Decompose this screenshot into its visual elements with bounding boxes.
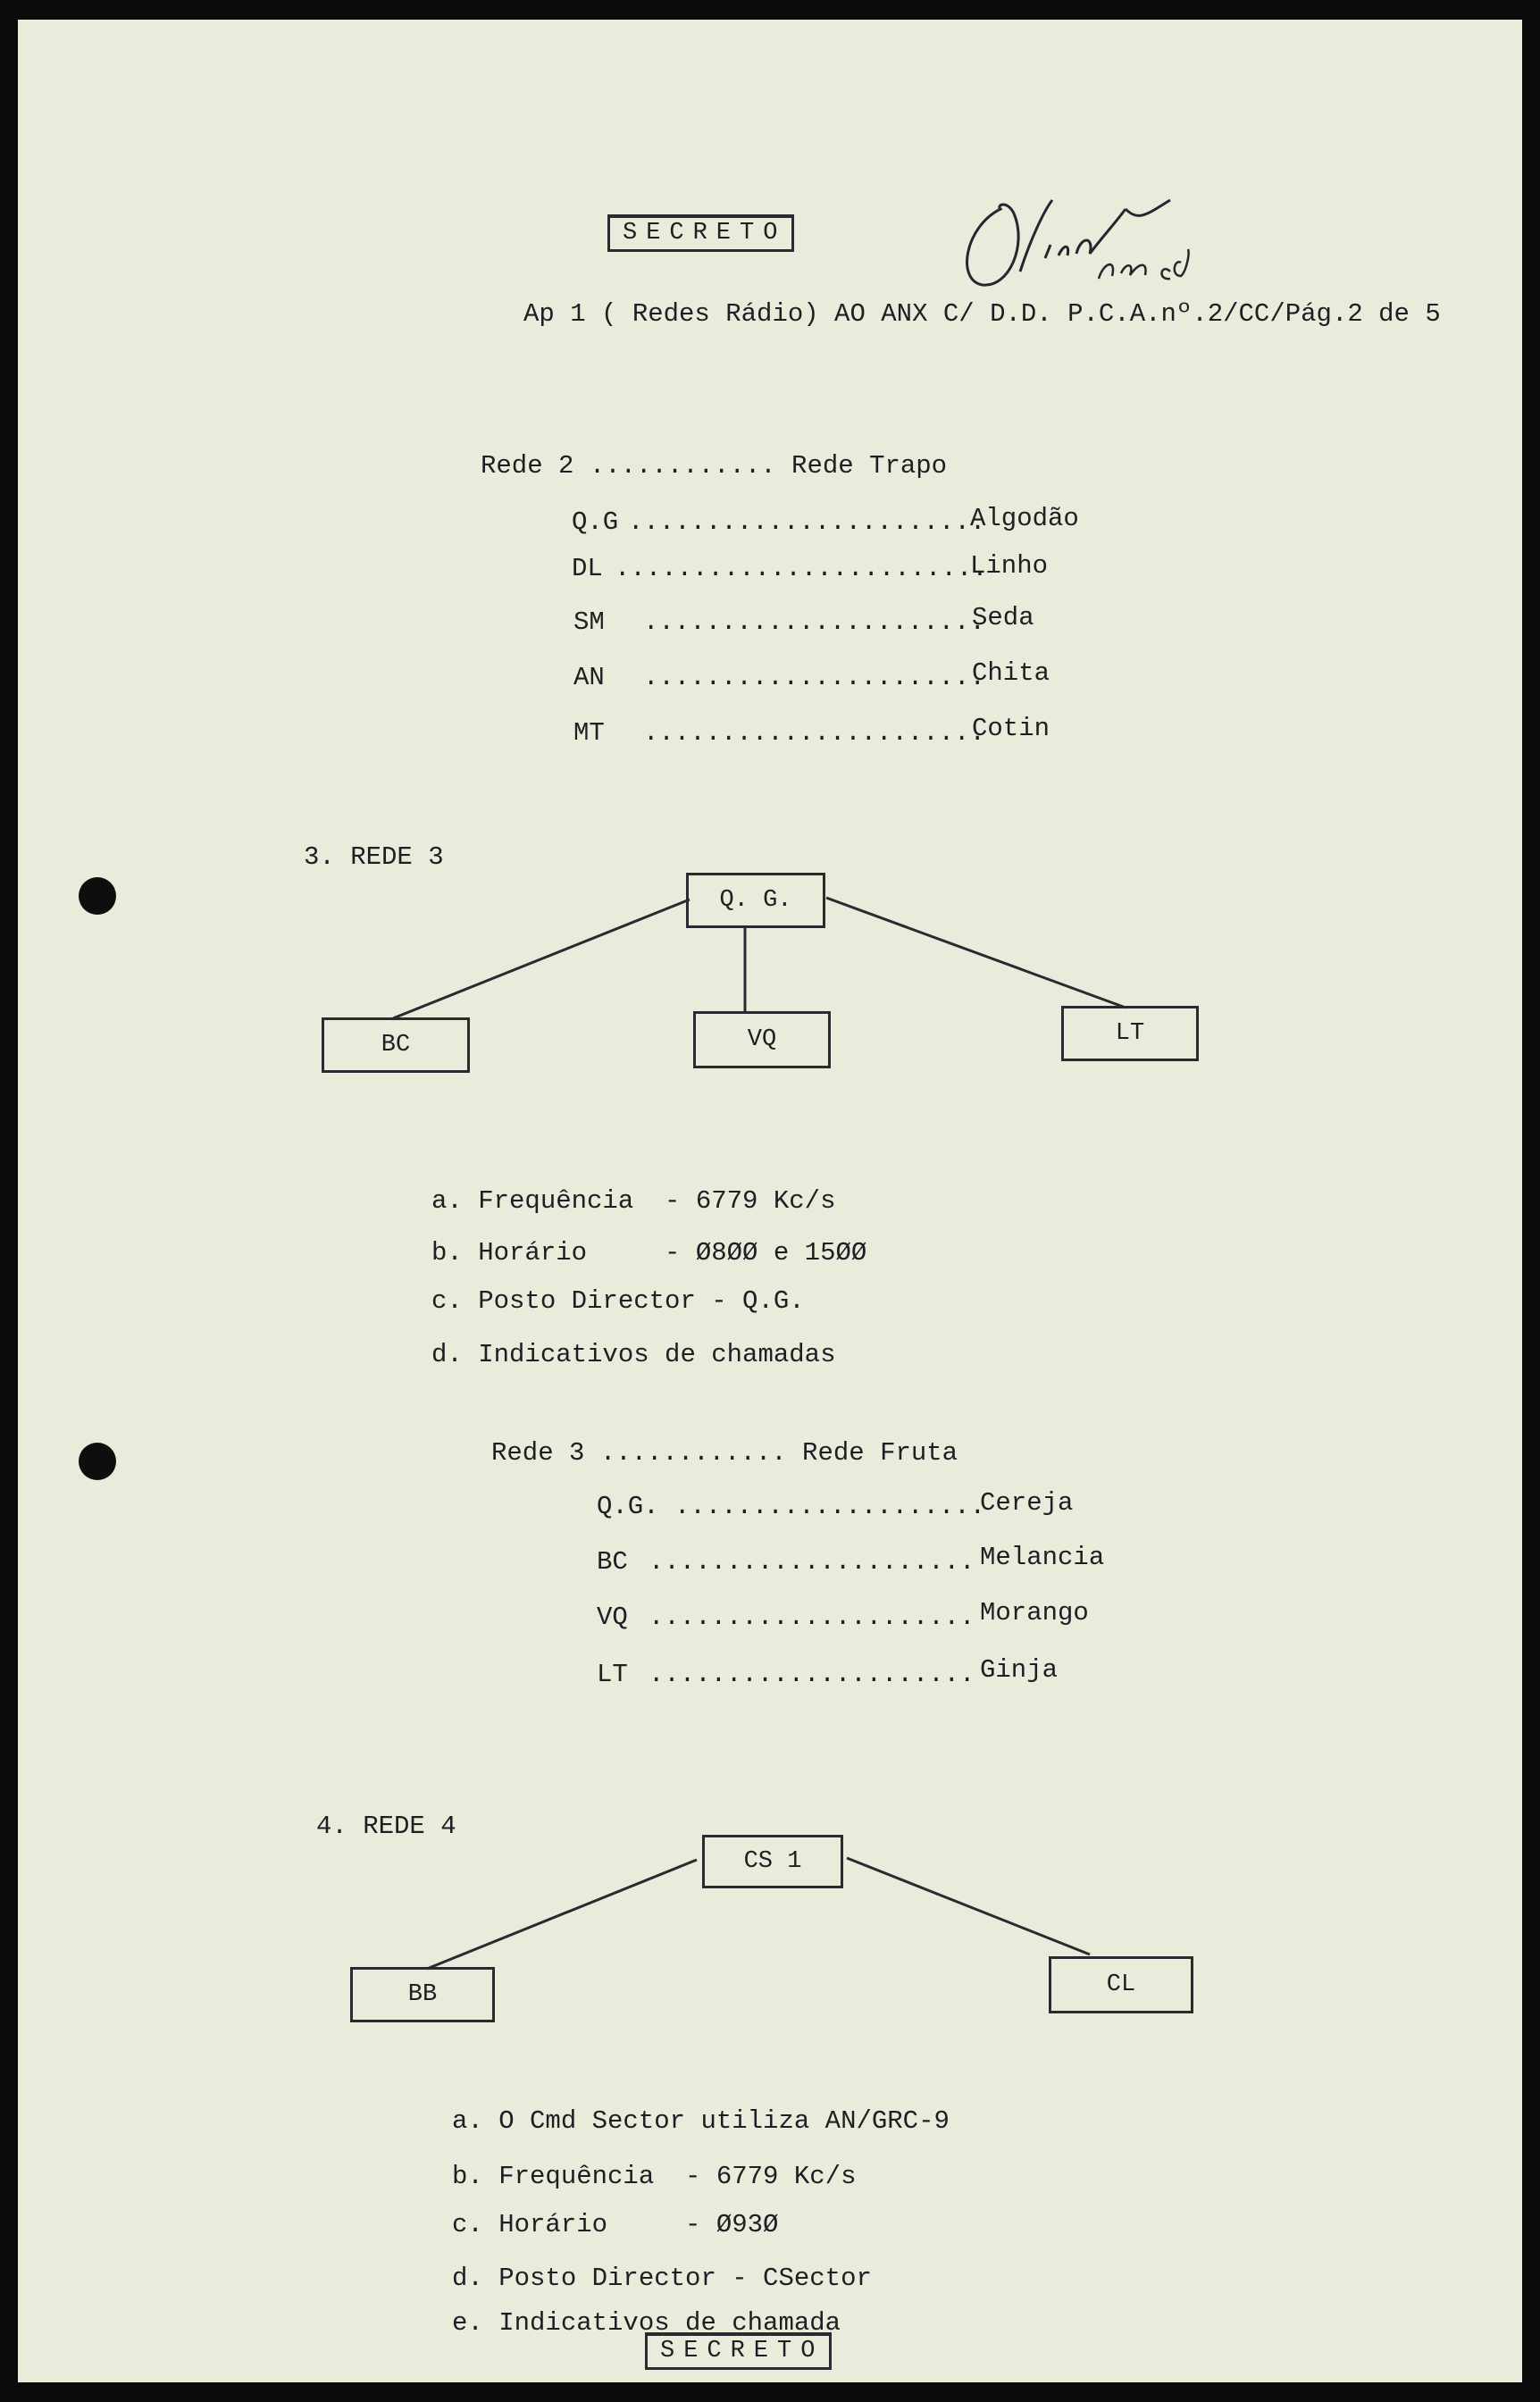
node-child: BC [322, 1017, 470, 1073]
leader-dots: ...................... [643, 607, 985, 637]
secret-stamp-bottom: SECRETO [645, 2332, 833, 2371]
document-reference: Ap 1 ( Redes Rádio) AO ANX C/ D.D. P.C.A… [523, 299, 1441, 329]
call-sign: Linho [970, 551, 1049, 581]
node-root: CS 1 [702, 1835, 843, 1888]
rede3-title: 3. REDE 3 [304, 842, 444, 872]
leader-dots: ...................... [643, 663, 985, 692]
detail-item: c. Horário - Ø93Ø [452, 2210, 779, 2239]
station-name: BC [597, 1547, 628, 1577]
call-sign: Cereja [980, 1488, 1074, 1518]
station-name: Q.G. [597, 1492, 659, 1521]
station-name: Q.G [572, 507, 619, 537]
rede2-heading: Rede 2 ............ Rede Trapo [481, 451, 948, 481]
leader-dots: ........................ [615, 554, 988, 583]
punch-hole [79, 1443, 116, 1480]
detail-item: e. Indicativos de chamada [452, 2308, 841, 2338]
station-name: DL [572, 554, 603, 583]
node-child: BB [350, 1967, 495, 2022]
station-name: LT [597, 1660, 628, 1689]
station-name: SM [573, 607, 605, 637]
detail-item: a. Frequência - 6779 Kc/s [431, 1186, 836, 1216]
network-diagram-lines [392, 896, 1126, 1971]
leader-dots: ...................... [643, 718, 985, 748]
document-page: SECRETO Ap 1 ( Redes Rádio) AO ANX C/ D.… [18, 20, 1522, 2382]
station-name: MT [573, 718, 605, 748]
detail-item: d. Indicativos de chamadas [431, 1340, 836, 1369]
leader-dots: ....................... [628, 507, 986, 537]
node-child: LT [1061, 1006, 1199, 1061]
call-sign: Ginja [980, 1655, 1059, 1685]
detail-item: d. Posto Director - CSector [452, 2264, 872, 2293]
punch-hole [79, 877, 116, 915]
call-sign: Cotin [972, 714, 1050, 743]
node-child: CL [1049, 1956, 1193, 2013]
call-sign: Seda [972, 603, 1034, 632]
station-name: VQ [597, 1603, 628, 1632]
call-sign: Morango [980, 1598, 1089, 1628]
leader-dots: ..................... [649, 1603, 975, 1632]
call-sign: Chita [972, 658, 1050, 688]
rede4-title: 4. REDE 4 [316, 1812, 456, 1841]
rede3-list-heading: Rede 3 ............ Rede Fruta [491, 1438, 958, 1468]
detail-item: b. Horário - Ø8ØØ e 15ØØ [431, 1238, 867, 1268]
node-child: VQ [693, 1011, 831, 1068]
node-root: Q. G. [686, 873, 825, 928]
call-sign: Algodão [970, 504, 1079, 533]
detail-item: c. Posto Director - Q.G. [431, 1286, 805, 1316]
call-sign: Melancia [980, 1543, 1105, 1572]
secret-stamp-top: SECRETO [607, 214, 795, 253]
leader-dots: .................... [674, 1492, 986, 1521]
leader-dots: ..................... [649, 1660, 975, 1689]
leader-dots: ..................... [649, 1547, 975, 1577]
detail-item: a. O Cmd Sector utiliza AN/GRC-9 [452, 2106, 950, 2136]
detail-item: b. Frequência - 6779 Kc/s [452, 2162, 857, 2191]
handwritten-signature [966, 198, 1190, 287]
station-name: AN [573, 663, 605, 692]
